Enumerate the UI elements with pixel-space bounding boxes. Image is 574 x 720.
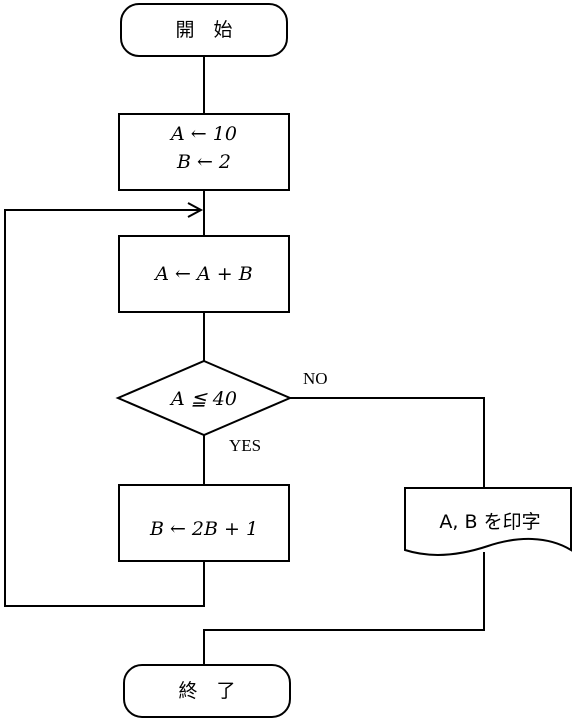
flow-lines	[4, 56, 485, 665]
init-line-1: A ← 10	[169, 123, 237, 145]
init-process: A ← 10 B ← 2	[118, 113, 290, 191]
start-label: 開 始	[175, 19, 232, 41]
no-branch-label: NO	[303, 369, 328, 388]
end-terminal: 終 了	[123, 664, 291, 718]
update-b-label: B ← 2B + 1	[149, 518, 258, 540]
end-label: 終 了	[178, 680, 235, 702]
update-a-process: A ← A + B	[118, 235, 290, 313]
output-document: A, B を印字	[404, 487, 572, 556]
edge-loop-back	[4, 209, 205, 607]
decision-label: A ≦ 40	[169, 388, 237, 410]
loop-arrowhead	[187, 202, 204, 218]
edge-decision-no	[290, 397, 485, 488]
yes-branch-label: YES	[229, 436, 261, 455]
update-b-process: B ← 2B + 1	[118, 484, 290, 562]
start-terminal: 開 始	[120, 3, 288, 57]
decision-node: A ≦ 40	[115, 359, 293, 437]
init-line-2: B ← 2	[176, 151, 231, 173]
output-label: A, B を印字	[439, 511, 540, 533]
edge-output-to-end	[203, 552, 485, 665]
update-a-label: A ← A + B	[153, 263, 252, 285]
